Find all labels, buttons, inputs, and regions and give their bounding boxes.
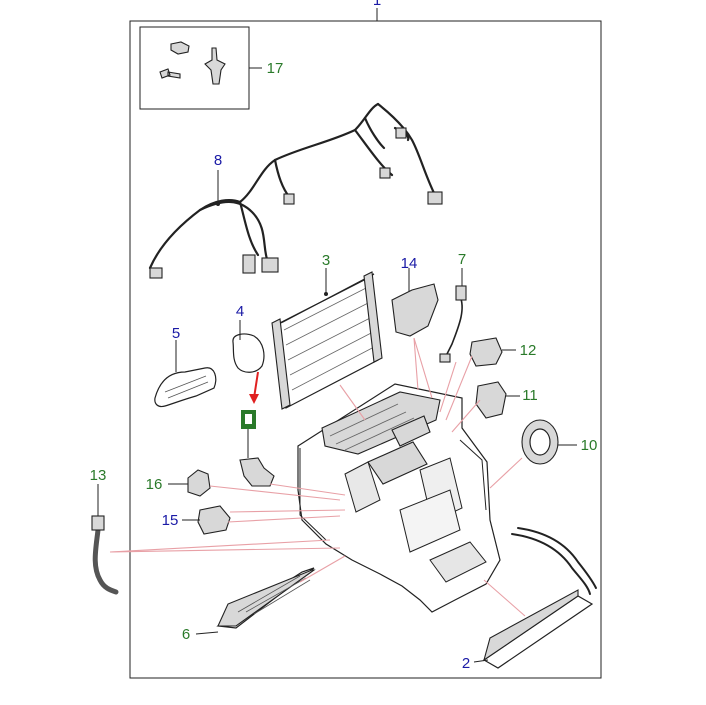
callout-17: 17 <box>267 60 284 77</box>
blower-motor <box>521 419 577 465</box>
callout-2: 2 <box>462 655 470 672</box>
air-duct-outlet <box>154 340 217 408</box>
callout-16: 16 <box>146 476 163 493</box>
callout-8: 8 <box>214 152 222 169</box>
wiring-harness <box>148 102 443 279</box>
callout-14: 14 <box>401 255 418 272</box>
pollen-filter <box>195 567 316 635</box>
callout-10: 10 <box>581 437 598 454</box>
callout-3: 3 <box>322 252 330 269</box>
callout-13: 13 <box>90 467 107 484</box>
drain-hose <box>91 484 119 595</box>
callout-11: 11 <box>522 387 538 404</box>
actuator-11 <box>475 381 520 419</box>
heater-housing <box>297 383 501 613</box>
fastener-screw <box>159 68 181 79</box>
callout-7: 7 <box>458 251 466 268</box>
fastener-cap <box>170 41 190 55</box>
temperature-sensor-lead <box>439 268 467 363</box>
air-duct-adapter <box>232 320 265 373</box>
callout-1: 1 <box>373 0 381 9</box>
actuator-12 <box>469 337 516 367</box>
callout-6: 6 <box>182 626 190 643</box>
actuator-15 <box>182 505 231 535</box>
evaporator-core <box>271 268 383 410</box>
callout-12: 12 <box>520 342 537 359</box>
bracket-14 <box>391 268 439 337</box>
highlighted-sensor <box>239 371 275 487</box>
diagram-frame <box>129 20 602 679</box>
actuator-16 <box>168 469 211 497</box>
callout-4: 4 <box>236 303 244 320</box>
callout-5: 5 <box>172 325 180 342</box>
fastener-push-pin <box>204 47 226 85</box>
fastener-kit-box <box>139 26 262 110</box>
pink-leaders <box>109 337 526 617</box>
heater-core <box>473 527 597 669</box>
callout-15: 15 <box>162 512 179 529</box>
